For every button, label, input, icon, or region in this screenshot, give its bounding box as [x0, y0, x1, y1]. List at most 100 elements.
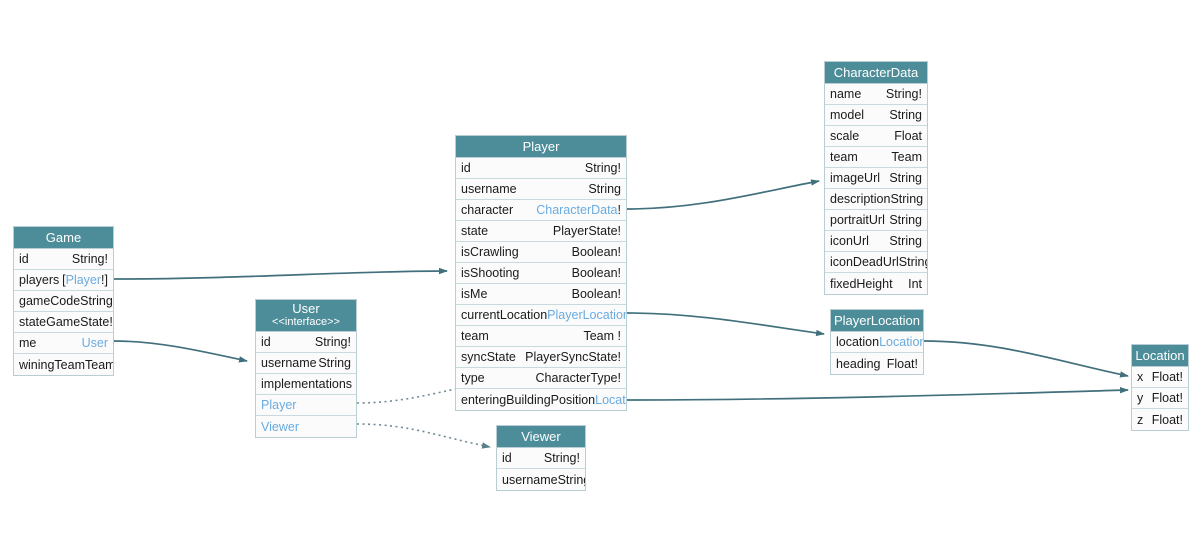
table-row[interactable]: iconDeadUrl String [825, 252, 927, 273]
table-row[interactable]: model String [825, 105, 927, 126]
table-row[interactable]: scale Float [825, 126, 927, 147]
field-name: heading [836, 356, 881, 371]
field-name: id [502, 451, 512, 465]
field-type-link[interactable]: User [81, 336, 108, 350]
field-type: User [82, 333, 108, 353]
field-name: id [261, 335, 271, 349]
field-name: x [1137, 370, 1144, 384]
table-row[interactable]: isShooting Boolean! [456, 263, 626, 284]
field-type-link[interactable]: CharacterData [536, 203, 618, 217]
field-name: isCrawling [461, 245, 519, 259]
edge-player-enteringbuildingposition-to-location [626, 387, 1129, 401]
implementation-viewer[interactable]: Viewer [261, 419, 299, 434]
field-name: players [19, 273, 60, 287]
table-row[interactable]: name String! [825, 84, 927, 105]
field-type: String! [71, 252, 108, 266]
field-name: id [461, 161, 471, 175]
table-row[interactable]: currentLocation PlayerLocation! [456, 305, 626, 326]
entity-user-stereotype: <<interface>> [272, 316, 340, 328]
table-row[interactable]: type CharacterType! [456, 368, 626, 389]
field-type: CharacterData! [536, 200, 621, 220]
table-row[interactable]: x Float! [1132, 367, 1188, 388]
table-row[interactable]: enteringBuildingPosition Location [456, 389, 626, 410]
table-row[interactable]: fixedHeight Int [825, 273, 927, 294]
list-item[interactable]: Player [256, 395, 356, 416]
table-row[interactable]: iconUrl String [825, 231, 927, 252]
field-type-link[interactable]: Location [595, 392, 626, 407]
field-name: name [830, 87, 862, 101]
table-row[interactable]: syncState PlayerSyncState! [456, 347, 626, 368]
field-type: PlayerLocation! [547, 305, 626, 325]
entity-user-title: User <<interface>> [256, 300, 356, 332]
table-row[interactable]: isMe Boolean! [456, 284, 626, 305]
table-row[interactable]: winingTeam Team [14, 354, 113, 375]
field-type: Float! [1151, 391, 1183, 405]
table-row[interactable]: me User [14, 333, 113, 354]
field-type: String [889, 171, 922, 185]
edge-user-implements-viewer [356, 423, 491, 449]
table-row[interactable]: z Float! [1132, 409, 1188, 430]
edge-game-me-to-user [113, 340, 248, 363]
table-row[interactable]: y Float! [1132, 388, 1188, 409]
entity-viewer-title: Viewer [497, 426, 585, 448]
field-type: PlayerSyncState! [525, 350, 621, 364]
field-type: Float! [1151, 412, 1183, 427]
table-row[interactable]: team Team [825, 147, 927, 168]
entity-user[interactable]: User <<interface>> id String! username S… [255, 299, 357, 438]
list-item[interactable]: Viewer [256, 416, 356, 437]
field-type: String [889, 213, 922, 227]
field-type-link[interactable]: Player [65, 273, 102, 287]
table-row[interactable]: username String [497, 469, 585, 490]
field-type-link[interactable]: PlayerLocation [547, 308, 626, 322]
table-row[interactable]: id String! [256, 332, 356, 353]
table-row[interactable]: portraitUrl String [825, 210, 927, 231]
field-type: [Player!] [62, 270, 108, 290]
field-type: String! [314, 335, 351, 349]
field-type: String! [584, 161, 621, 175]
edge-playerlocation-location-to-location [923, 340, 1129, 378]
table-row[interactable]: id String! [14, 249, 113, 270]
entity-player[interactable]: Player id String! username String charac… [455, 135, 627, 411]
field-name: description [830, 192, 891, 206]
entity-characterdata[interactable]: CharacterData name String! model String … [824, 61, 928, 295]
table-row[interactable]: isCrawling Boolean! [456, 242, 626, 263]
table-row[interactable]: team Team ! [456, 326, 626, 347]
table-row[interactable]: location Location! [831, 332, 923, 353]
field-name: state [461, 224, 489, 238]
field-name: team [830, 150, 858, 164]
table-row[interactable]: username String [456, 179, 626, 200]
implementation-player[interactable]: Player [261, 398, 297, 412]
table-row[interactable]: description String [825, 189, 927, 210]
field-type: Float! [886, 356, 918, 371]
field-type: String [557, 472, 585, 487]
table-row[interactable]: players [Player!] [14, 270, 113, 291]
field-name: imageUrl [830, 171, 881, 185]
entity-characterdata-title: CharacterData [825, 62, 927, 84]
table-row[interactable]: state GameState! [14, 312, 113, 333]
edge-user-implements-player [356, 384, 471, 404]
entity-playerlocation[interactable]: PlayerLocation location Location! headin… [830, 309, 924, 375]
field-name: iconDeadUrl [830, 255, 899, 269]
entity-game[interactable]: Game id String! players [Player!] gameCo… [13, 226, 114, 376]
table-row[interactable]: username String [256, 353, 356, 374]
table-row[interactable]: id String! [456, 158, 626, 179]
field-type: PlayerState! [552, 224, 621, 238]
field-type: CharacterType! [535, 371, 621, 385]
field-type: Team [85, 357, 113, 372]
table-row[interactable]: character CharacterData! [456, 200, 626, 221]
table-row[interactable]: imageUrl String [825, 168, 927, 189]
field-name: username [502, 472, 558, 487]
entity-location[interactable]: Location x Float! y Float! z Float! [1131, 344, 1189, 431]
field-type: String! [885, 87, 922, 101]
table-row[interactable]: id String! [497, 448, 585, 469]
table-row[interactable]: gameCode String! [14, 291, 113, 312]
field-type: Int [908, 276, 922, 291]
entity-user-name: User [292, 301, 320, 316]
table-row[interactable]: heading Float! [831, 353, 923, 374]
field-name: state [19, 315, 47, 329]
field-type: String [318, 356, 351, 370]
entity-viewer[interactable]: Viewer id String! username String [496, 425, 586, 491]
field-type-link[interactable]: Location [879, 335, 923, 349]
table-row[interactable]: state PlayerState! [456, 221, 626, 242]
